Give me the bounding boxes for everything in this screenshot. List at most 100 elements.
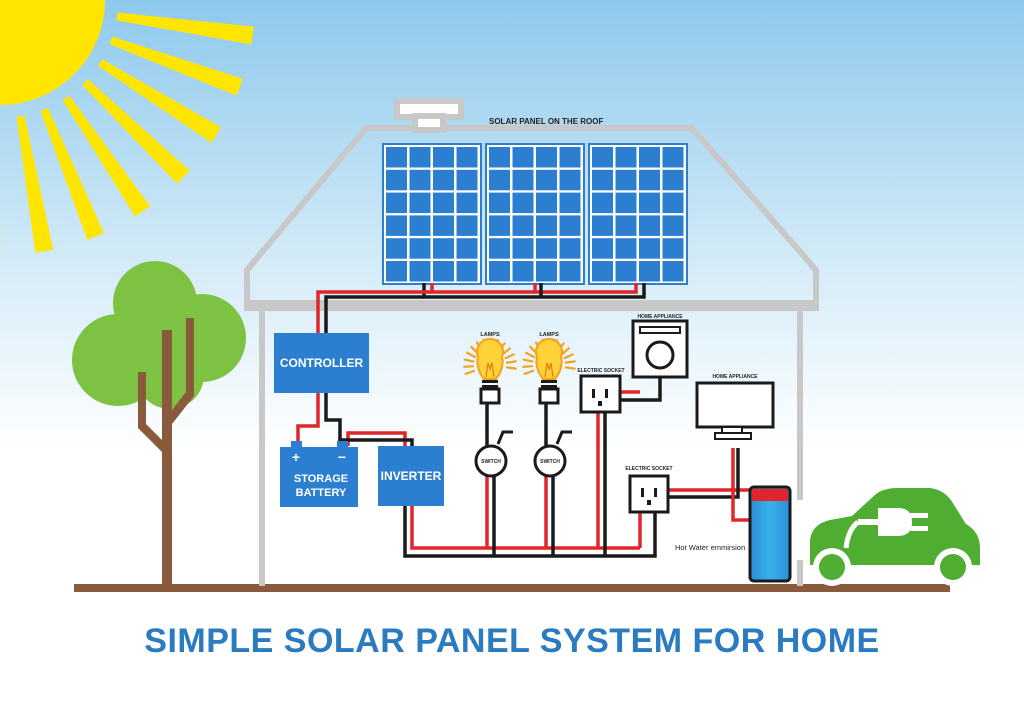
- solar-cell: [489, 261, 510, 282]
- solar-cell: [639, 147, 660, 168]
- solar-panel-label: SOLAR PANEL ON THE ROOF: [489, 117, 603, 126]
- solar-cell: [409, 169, 431, 191]
- solar-cell: [489, 238, 510, 259]
- solar-cell: [433, 261, 454, 282]
- inverter-box: INVERTER: [378, 446, 444, 506]
- solar-cell: [592, 261, 613, 282]
- solar-cell: [615, 192, 637, 214]
- solar-cell: [536, 215, 557, 236]
- solar-cell: [615, 261, 637, 282]
- inverter-label: INVERTER: [381, 469, 442, 483]
- solar-cell: [386, 261, 407, 282]
- socket-label-upper: ELECTRIC SOCKET: [577, 368, 624, 374]
- solar-panel: [485, 143, 585, 285]
- solar-cell: [386, 169, 407, 191]
- solar-cell: [456, 215, 478, 236]
- sun-ray: [116, 12, 254, 45]
- solar-cell: [592, 238, 613, 259]
- solar-cell: [489, 215, 510, 236]
- solar-cell: [536, 238, 557, 259]
- electric-car-icon: [810, 488, 980, 586]
- solar-cell: [409, 215, 431, 236]
- solar-cell: [456, 147, 478, 168]
- solar-cell: [559, 215, 581, 236]
- socket-icon: [579, 374, 622, 414]
- solar-cell: [456, 192, 478, 214]
- switch-label-2: SWITCH: [540, 459, 560, 465]
- socket-icon: [628, 474, 670, 514]
- ground-line: [74, 584, 950, 592]
- hot-water-label: Hot Water emmirsion: [675, 543, 745, 552]
- controller-label: CONTROLLER: [280, 356, 364, 370]
- solar-cell: [615, 169, 637, 191]
- solar-cell: [409, 192, 431, 214]
- solar-cell: [639, 215, 660, 236]
- switch-label-1: SWITCH: [481, 459, 501, 465]
- solar-cell: [639, 192, 660, 214]
- solar-cell: [639, 238, 660, 259]
- solar-cell: [559, 238, 581, 259]
- ceiling-line: [246, 300, 817, 311]
- solar-cell: [559, 192, 581, 214]
- solar-cell: [662, 147, 684, 168]
- solar-cell: [639, 261, 660, 282]
- solar-cell: [456, 238, 478, 259]
- solar-cell: [559, 169, 581, 191]
- solar-cell: [559, 261, 581, 282]
- solar-cell: [615, 215, 637, 236]
- solar-cell: [512, 261, 534, 282]
- controller-box: CONTROLLER: [274, 333, 369, 393]
- sun-icon: [0, 0, 254, 256]
- solar-cell: [592, 169, 613, 191]
- battery-minus-sign: −: [338, 449, 346, 465]
- plug-icon: [843, 508, 928, 549]
- solar-cell: [386, 238, 407, 259]
- sun-ray: [109, 36, 243, 96]
- solar-cell: [386, 147, 407, 168]
- water-heater-icon: [748, 485, 792, 583]
- solar-cell: [489, 147, 510, 168]
- page-title: SIMPLE SOLAR PANEL SYSTEM FOR HOME: [144, 622, 880, 660]
- solar-cell: [409, 238, 431, 259]
- lightbulb-icon: [521, 337, 576, 405]
- solar-cell: [536, 169, 557, 191]
- solar-cell: [536, 192, 557, 214]
- storage-battery: + − STORAGE BATTERY: [280, 441, 358, 507]
- solar-cell: [433, 192, 454, 214]
- solar-cell: [409, 147, 431, 168]
- solar-cell: [512, 238, 534, 259]
- socket-label-lower: ELECTRIC SOCKET: [625, 466, 672, 472]
- solar-cell: [559, 147, 581, 168]
- solar-cell: [433, 215, 454, 236]
- sun-ray: [62, 95, 151, 217]
- solar-cell: [615, 147, 637, 168]
- solar-cell: [386, 192, 407, 214]
- solar-cell: [456, 169, 478, 191]
- solar-cell: [592, 192, 613, 214]
- solar-cell: [456, 261, 478, 282]
- sun-ray: [97, 59, 222, 143]
- solar-cell: [662, 215, 684, 236]
- solar-cell: [489, 169, 510, 191]
- solar-cell: [512, 147, 534, 168]
- sun-ray: [40, 107, 104, 240]
- solar-cell: [662, 169, 684, 191]
- solar-cell: [536, 261, 557, 282]
- lightbulb-icon: [462, 337, 517, 405]
- appliance-label-tv: HOME APPLIANCE: [712, 374, 758, 380]
- battery-label-line2: BATTERY: [296, 487, 347, 499]
- appliance-label-washer: HOME APPLIANCE: [637, 314, 683, 320]
- battery-plus-sign: +: [292, 449, 300, 465]
- switch-icon: SWITCH: [533, 430, 572, 478]
- solar-cell: [489, 192, 510, 214]
- solar-cell: [433, 147, 454, 168]
- tv-icon: [695, 381, 775, 440]
- lamp-label-1: LAMPS: [480, 332, 500, 338]
- solar-cell: [512, 169, 534, 191]
- solar-cell: [662, 238, 684, 259]
- solar-cell: [662, 192, 684, 214]
- solar-cell: [433, 169, 454, 191]
- switch-icon: SWITCH: [474, 430, 513, 478]
